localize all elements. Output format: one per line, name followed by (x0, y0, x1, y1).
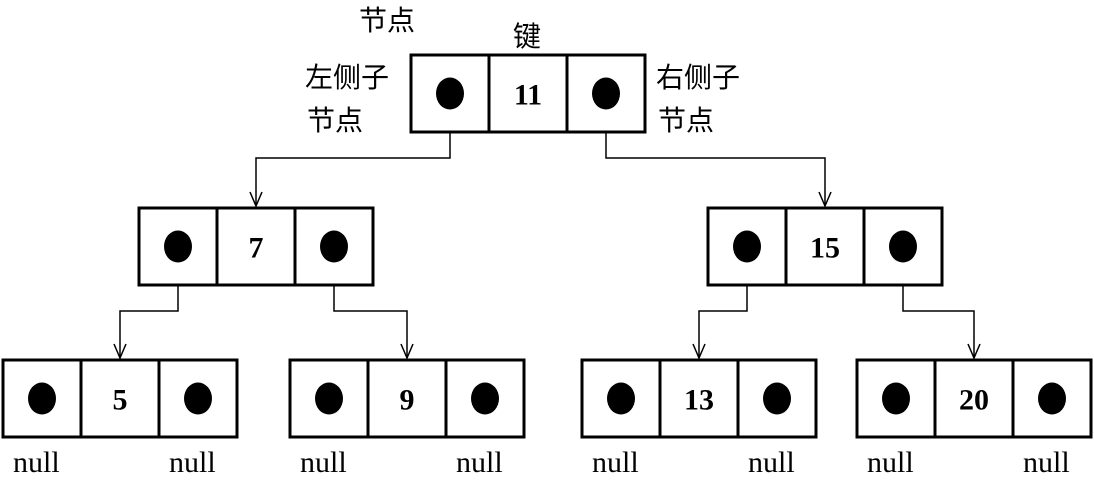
right-pointer-dot (471, 382, 499, 415)
tree-node-11: 11 (409, 53, 647, 134)
left-pointer-dot (607, 382, 635, 415)
node-key-label: 9 (400, 384, 415, 417)
right-pointer-dot (184, 382, 212, 415)
key-cell (366, 358, 448, 439)
arrowhead (692, 343, 706, 360)
null-left-label: null (592, 446, 639, 479)
tree-node-15: 15 (706, 206, 944, 287)
tree-node-13: 13 null null (580, 358, 818, 479)
tree-node-9: 9 null null (288, 358, 526, 479)
tree-nodes: 11 7 5 null null 9 null null 15 13 null null 20 null n… (1, 53, 1093, 479)
tree-node-7: 7 (137, 206, 375, 287)
right-pointer-cell (862, 206, 944, 287)
right-pointer-dot (889, 230, 917, 263)
node-key-label: 5 (113, 384, 128, 417)
tree-node-20: 20 null null (855, 358, 1093, 479)
left-pointer-dot (733, 230, 761, 263)
key-cell (487, 53, 569, 134)
left-pointer-dot (882, 382, 910, 415)
right-child-annotation-line2: 节点 (658, 104, 714, 137)
null-left-label: null (13, 446, 60, 479)
left-child-annotation-line2: 节点 (307, 104, 363, 137)
arrowhead (967, 343, 981, 360)
arrowhead (249, 191, 263, 208)
null-right-label: null (456, 446, 503, 479)
node-key-label: 20 (959, 384, 989, 417)
arrowhead (818, 191, 832, 208)
right-child-annotation-line1: 右侧子 (656, 61, 740, 94)
key-cell (658, 358, 740, 439)
left-pointer-dot (164, 230, 192, 263)
tree-node-5: 5 null null (1, 358, 239, 479)
arrowhead (400, 343, 414, 360)
null-left-label: null (300, 446, 347, 479)
node-key-label: 15 (810, 232, 840, 265)
right-pointer-dot (763, 382, 791, 415)
key-annotation: 键 (513, 20, 541, 53)
node-key-label: 11 (514, 79, 542, 112)
node-key-label: 7 (249, 232, 264, 265)
null-right-label: null (1023, 446, 1070, 479)
key-cell (215, 206, 297, 287)
arrowhead (113, 343, 127, 360)
node-key-label: 13 (684, 384, 714, 417)
left-pointer-dot (28, 382, 56, 415)
key-cell (933, 358, 1015, 439)
left-pointer-dot (315, 382, 343, 415)
left-child-annotation-line1: 左侧子 (305, 61, 389, 94)
node-annotation: 节点 (359, 4, 415, 37)
left-pointer-dot (436, 77, 464, 110)
right-pointer-dot (592, 77, 620, 110)
right-pointer-dot (1038, 382, 1066, 415)
null-left-label: null (867, 446, 914, 479)
key-cell (784, 206, 866, 287)
right-pointer-cell (565, 53, 647, 134)
right-pointer-dot (320, 230, 348, 263)
null-right-label: null (169, 446, 216, 479)
null-right-label: null (748, 446, 795, 479)
